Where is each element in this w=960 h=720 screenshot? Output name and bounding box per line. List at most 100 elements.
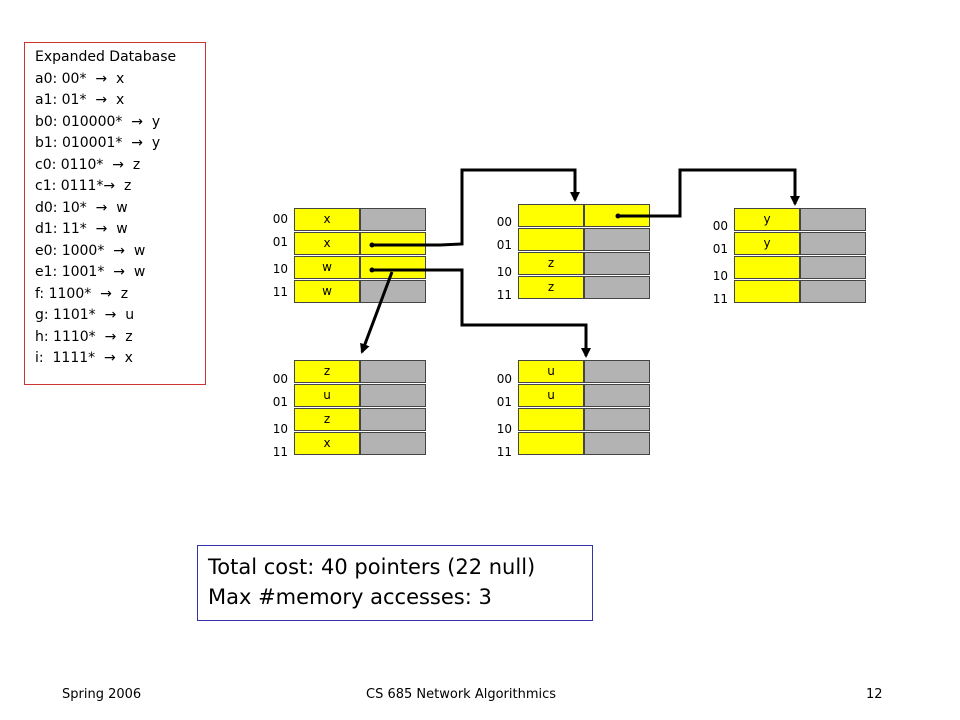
row-label: 01 (272, 235, 288, 249)
node-cell-nexthop (734, 256, 800, 279)
node-cell-pointer (584, 384, 650, 407)
database-entry: d0: 10* → w (35, 199, 128, 216)
node-cell-nexthop: y (734, 232, 800, 255)
node-cell-pointer (800, 208, 866, 231)
footer-course: CS 685 Network Algorithmics (366, 687, 557, 702)
database-entry: i: 1111* → x (35, 350, 133, 366)
trie-node-row (518, 408, 650, 431)
trie-node-row: u (518, 360, 650, 383)
node-cell-pointer (584, 228, 650, 251)
trie-node-row: z (518, 252, 650, 275)
row-label: 11 (272, 285, 288, 299)
node-cell-nexthop: z (518, 252, 584, 275)
max-memory-accesses-text: Max #memory accesses: 3 (208, 585, 492, 609)
node-cell-nexthop: u (518, 384, 584, 407)
node-cell-pointer (800, 232, 866, 255)
node-cell-pointer (584, 252, 650, 275)
node-cell-pointer (360, 432, 426, 455)
row-label: 10 (712, 269, 728, 283)
row-label: 01 (496, 395, 512, 409)
trie-node-row: z (294, 360, 426, 383)
database-entry: h: 1110* → z (35, 328, 133, 345)
row-label: 11 (712, 292, 728, 306)
trie-node-row: x (294, 432, 426, 455)
node-cell-nexthop: x (294, 208, 360, 231)
trie-node-row: y (734, 208, 866, 231)
node-cell-nexthop: z (294, 408, 360, 431)
row-label: 00 (496, 372, 512, 386)
database-entry: d1: 11* → w (35, 221, 128, 237)
node-cell-nexthop (518, 204, 584, 227)
trie-node-row (734, 256, 866, 279)
node-cell-pointer (360, 208, 426, 231)
footer-slide-number: 12 (866, 687, 883, 702)
pointer-root10-to-bmid (372, 268, 591, 358)
expanded-database-box: Expanded Database a0: 00* → x a1: 01* → … (24, 42, 206, 385)
row-label: 01 (496, 238, 512, 252)
row-label: 00 (712, 219, 728, 233)
node-cell-nexthop: w (294, 256, 360, 279)
node-cell-pointer (360, 256, 426, 279)
node-cell-pointer (584, 360, 650, 383)
node-cell-pointer (584, 432, 650, 455)
trie-node-row: x (294, 208, 426, 231)
trie-node-row: z (518, 276, 650, 299)
node-cell-pointer (360, 408, 426, 431)
trie-node-row: w (294, 256, 426, 279)
database-entry: b1: 010001* → y (35, 135, 161, 151)
node-cell-pointer (800, 256, 866, 279)
node-cell-pointer (360, 280, 426, 303)
database-title: Expanded Database (35, 49, 177, 65)
row-label: 10 (272, 262, 288, 276)
trie-node-row: y (734, 232, 866, 255)
summary-box: Total cost: 40 pointers (22 null) Max #m… (197, 545, 593, 621)
row-label: 00 (272, 372, 288, 386)
node-cell-nexthop: u (294, 384, 360, 407)
pointer-root01-to-mid (372, 168, 580, 247)
row-label: 11 (496, 288, 512, 302)
node-cell-pointer (360, 360, 426, 383)
node-cell-pointer (584, 408, 650, 431)
row-label: 11 (496, 445, 512, 459)
row-label: 10 (496, 422, 512, 436)
node-cell-nexthop (518, 228, 584, 251)
trie-node-row (518, 432, 650, 455)
node-cell-nexthop (518, 432, 584, 455)
trie-node-row (734, 280, 866, 303)
pointer-origin-dot (615, 213, 621, 219)
row-label: 01 (272, 395, 288, 409)
database-entry: g: 1101* → u (35, 307, 135, 323)
node-cell-pointer (584, 276, 650, 299)
row-label: 00 (496, 215, 512, 229)
database-entry: f: 1100* → z (35, 285, 129, 302)
node-cell-nexthop: z (518, 276, 584, 299)
total-cost-text: Total cost: 40 pointers (22 null) (208, 555, 536, 579)
row-label: 10 (272, 422, 288, 436)
node-cell-nexthop (734, 280, 800, 303)
trie-node-row: w (294, 280, 426, 303)
node-cell-nexthop: z (294, 360, 360, 383)
database-entry: c1: 0111*→ z (35, 178, 132, 194)
trie-node-row (518, 228, 650, 251)
trie-node-row: u (518, 384, 650, 407)
footer-date: Spring 2006 (62, 687, 142, 702)
node-cell-pointer (800, 280, 866, 303)
node-cell-nexthop: w (294, 280, 360, 303)
node-cell-nexthop: x (294, 432, 360, 455)
database-entry: a1: 01* → x (35, 92, 125, 108)
row-label: 01 (712, 242, 728, 256)
node-cell-pointer (360, 384, 426, 407)
database-entry: e0: 1000* → w (35, 242, 146, 259)
database-entry: e1: 1001* → w (35, 264, 146, 280)
node-cell-nexthop: u (518, 360, 584, 383)
database-entry: b0: 010000* → y (35, 113, 161, 130)
database-entry: a0: 00* → x (35, 70, 125, 87)
trie-node-row: z (294, 408, 426, 431)
row-label: 11 (272, 445, 288, 459)
database-entry: c0: 0110* → z (35, 156, 141, 173)
pointer-root10-to-bleft (360, 271, 394, 354)
row-label: 10 (496, 265, 512, 279)
pointer-mid00-to-right (618, 168, 800, 218)
node-cell-nexthop (518, 408, 584, 431)
